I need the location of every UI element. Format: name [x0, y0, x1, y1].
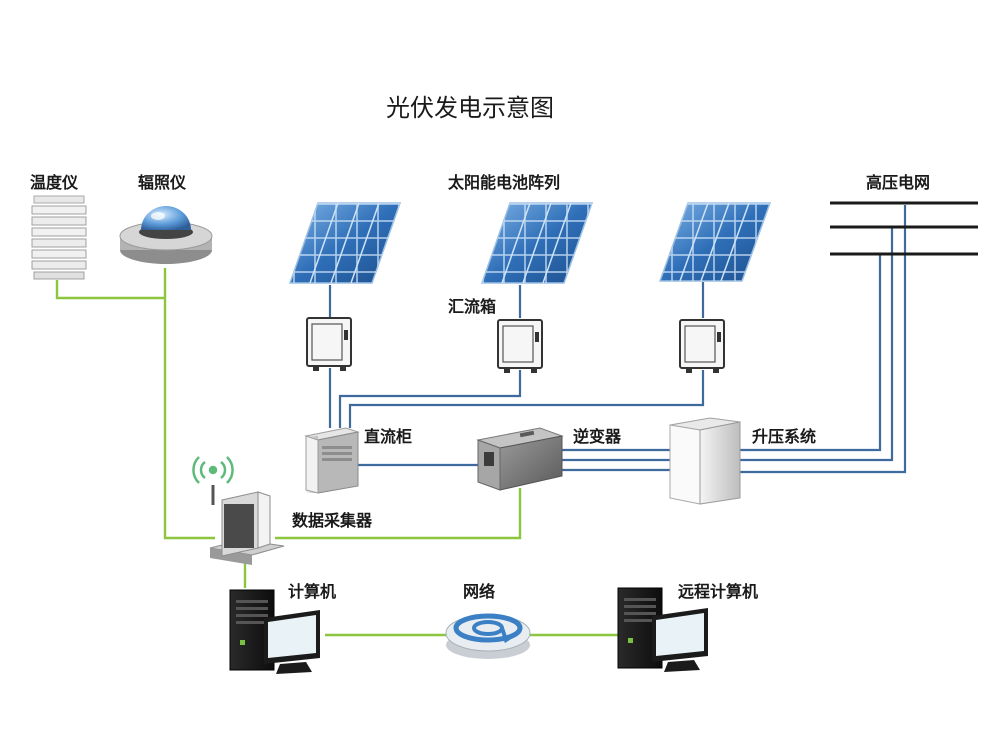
- network-label: 网络: [463, 582, 495, 601]
- combiner-box-3: [679, 319, 725, 373]
- remote-computer-label: 远程计算机: [678, 582, 758, 601]
- irradiance-meter-label: 辐照仪: [138, 173, 187, 192]
- inverter: [476, 427, 564, 491]
- inverter-label: 逆变器: [573, 427, 622, 446]
- wifi-icon: [192, 456, 234, 484]
- remote-computer: [617, 587, 708, 672]
- temperature-sensor-label: 温度仪: [29, 173, 79, 192]
- solar-panel-2: [480, 202, 594, 284]
- irradiance-meter: [119, 206, 213, 264]
- dc-cabinet: [304, 427, 360, 494]
- temperature-sensor: [31, 195, 87, 280]
- solar-panel-1: [288, 202, 402, 284]
- data-collector-label: 数据采集器: [292, 511, 373, 530]
- combiner-box-label: 汇流箱: [448, 297, 496, 316]
- network-icon: [445, 613, 531, 659]
- grid-lines: [830, 201, 978, 256]
- dc-wiring: [328, 205, 907, 474]
- diagram-title: 光伏发电示意图: [386, 94, 554, 122]
- step-up-system: [669, 417, 741, 505]
- dc-cabinet-label: 直流柜: [364, 427, 412, 446]
- computer-label: 计算机: [288, 582, 336, 601]
- data-collector: [209, 485, 285, 565]
- solar-panel-3: [658, 202, 772, 282]
- grid-label: 高压电网: [866, 173, 930, 192]
- combiner-box-2: [497, 319, 543, 373]
- solar-array-label: 太阳能电池阵列: [447, 173, 560, 192]
- combiner-box-1: [306, 317, 352, 371]
- computer: [229, 589, 320, 674]
- data-wiring: [55, 268, 625, 637]
- step-up-system-label: 升压系统: [752, 427, 816, 446]
